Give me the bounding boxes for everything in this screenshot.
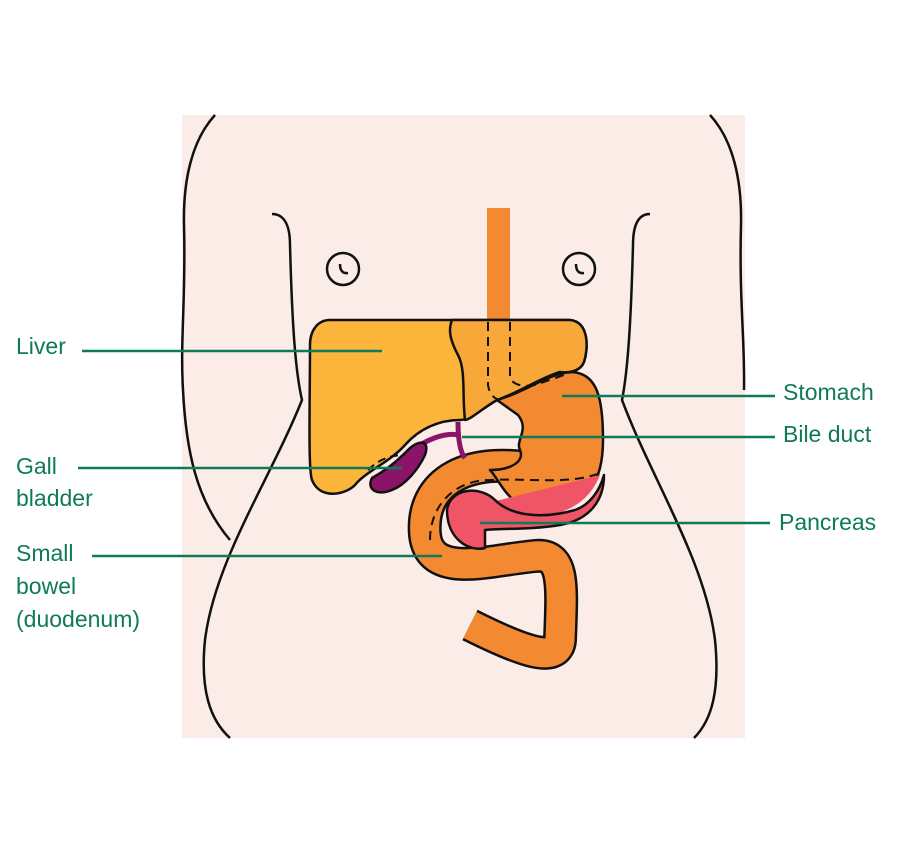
label-pancreas: Pancreas xyxy=(779,509,876,535)
label-small-bowel-line3: (duodenum) xyxy=(16,606,140,632)
label-gall-bladder-line2: bladder xyxy=(16,485,93,511)
nipple-right xyxy=(561,251,597,287)
leader-lines xyxy=(78,349,775,558)
body-outline xyxy=(180,114,746,739)
skin-background xyxy=(182,115,745,738)
label-bile-duct: Bile duct xyxy=(783,421,872,447)
pancreas xyxy=(445,473,606,550)
label-small-bowel-line1: Small xyxy=(16,540,74,566)
label-liver: Liver xyxy=(16,333,66,359)
label-gall-bladder-line1: Gall xyxy=(16,453,57,479)
nipple-left xyxy=(325,251,361,287)
label-small-bowel-line2: bowel xyxy=(16,573,76,599)
esophagus xyxy=(487,208,510,323)
label-stomach: Stomach xyxy=(783,379,874,405)
